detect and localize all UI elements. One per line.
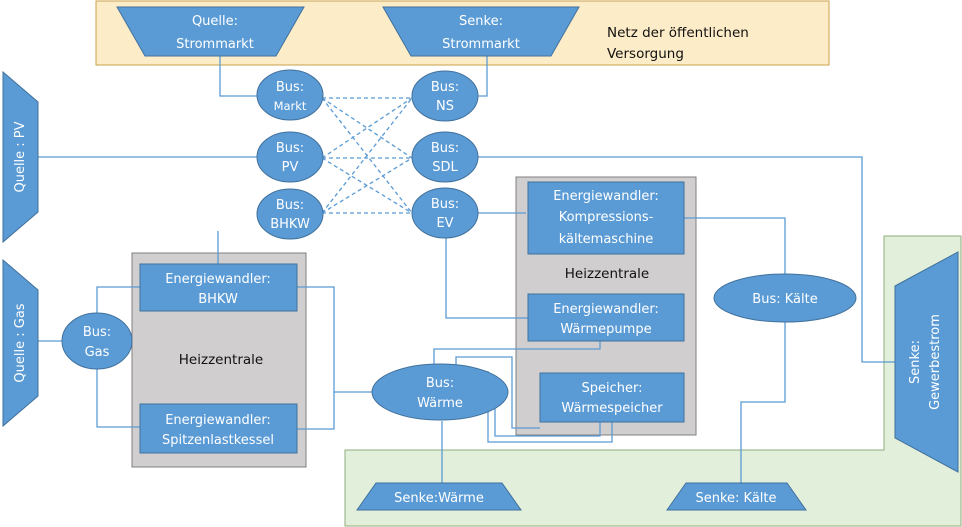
bus-markt-label-2: Markt	[274, 99, 307, 113]
connections	[38, 52, 895, 483]
bus-sdl-label-2: SDL	[432, 160, 458, 175]
converter-waermepumpe: Energiewandler: Wärmepumpe	[527, 293, 685, 342]
grid-region-label-2: Versorgung	[607, 46, 684, 62]
storage-waermespeicher-label-1: Speicher:	[582, 381, 643, 396]
dashed-bus-links	[321, 97, 413, 214]
bus-markt-label-1: Bus:	[276, 80, 304, 95]
converter-kompression-label-2: Kompressions-	[559, 210, 654, 225]
bus-kaelte-label: Bus: Kälte	[752, 292, 817, 307]
converter-bhkw-label-2: BHKW	[198, 292, 238, 307]
bus-ev-label-2: EV	[436, 216, 453, 231]
bus-kaelte: Bus: Kälte	[713, 273, 857, 323]
bus-bhkw-label-1: Bus:	[276, 198, 304, 213]
sink-gewerbestrom-label-2: Gewerbestrom	[928, 314, 943, 410]
bus-pv-label-1: Bus:	[276, 141, 304, 156]
bus-ns: Bus: NS	[411, 70, 479, 122]
source-pv-label: Quelle : PV	[13, 121, 28, 192]
bus-gas-label-2: Gas	[85, 345, 110, 360]
converter-bhkw: Energiewandler: BHKW	[139, 263, 298, 312]
converter-bhkw-label-1: Energiewandler:	[165, 272, 271, 287]
source-gas: Quelle : Gas	[2, 258, 39, 428]
source-pv: Quelle : PV	[2, 70, 39, 244]
sink-strommarkt-label-1: Senke:	[459, 14, 503, 29]
sink-kaelte-label: Senke: Kälte	[695, 491, 776, 506]
bus-sdl-label-1: Bus:	[431, 141, 459, 156]
bus-waerme: Bus: Wärme	[371, 363, 509, 421]
bus-waerme-label-2: Wärme	[417, 396, 463, 411]
converter-spitzenlastkessel-label-2: Spitzenlastkessel	[162, 433, 274, 448]
heating-plant-left-label: Heizzentrale	[179, 352, 263, 368]
converter-waermepumpe-label-1: Energiewandler:	[553, 302, 659, 317]
bus-markt: Bus: Markt	[256, 69, 324, 121]
sink-gewerbestrom: Senke: Gewerbestrom	[894, 251, 959, 473]
bus-ev-label-1: Bus:	[431, 197, 459, 212]
storage-waermespeicher-label-2: Wärmespeicher	[561, 401, 663, 416]
converter-spitzenlastkessel: Energiewandler: Spitzenlastkessel	[139, 403, 298, 454]
sink-waerme: Senke:Wärme	[356, 482, 522, 511]
bus-gas-label-1: Bus:	[83, 325, 111, 340]
consumer-region	[344, 235, 962, 527]
source-gas-label: Quelle : Gas	[13, 303, 28, 382]
bus-ns-label-2: NS	[436, 99, 454, 114]
bus-bhkw: Bus: BHKW	[256, 188, 324, 240]
source-strommarkt-label-2: Strommarkt	[176, 37, 254, 52]
bus-bhkw-label-2: BHKW	[270, 217, 310, 232]
bus-ns-label-1: Bus:	[431, 80, 459, 95]
source-strommarkt: Quelle: Strommarkt	[116, 6, 305, 57]
sink-strommarkt-label-2: Strommarkt	[442, 37, 520, 52]
converter-kompressionskaeltemaschine: Energiewandler: Kompressions- kältemasch…	[527, 181, 685, 255]
storage-waermespeicher: Speicher: Wärmespeicher	[539, 372, 685, 423]
bus-pv-label-2: PV	[282, 160, 299, 175]
converter-waermepumpe-label-2: Wärmepumpe	[560, 322, 651, 337]
heating-plant-right-label: Heizzentrale	[565, 266, 649, 282]
source-strommarkt-label-1: Quelle:	[192, 14, 238, 29]
converter-spitzenlastkessel-label-1: Energiewandler:	[165, 413, 271, 428]
bus-waerme-label-1: Bus:	[426, 376, 454, 391]
converter-kompression-label-3: kältemaschine	[559, 232, 654, 247]
sink-strommarkt: Senke: Strommarkt	[382, 6, 580, 57]
converter-kompression-label-1: Energiewandler:	[553, 189, 659, 204]
sink-waerme-label: Senke:Wärme	[394, 491, 484, 506]
bus-pv: Bus: PV	[256, 131, 324, 183]
bus-sdl: Bus: SDL	[411, 131, 479, 183]
sink-gewerbestrom-label-1: Senke:	[908, 340, 923, 384]
bus-ev: Bus: EV	[411, 187, 479, 239]
grid-region-label-1: Netz der öffentlichen	[607, 25, 749, 41]
bus-gas: Bus: Gas	[61, 312, 133, 370]
sink-kaelte: Senke: Kälte	[666, 482, 807, 511]
